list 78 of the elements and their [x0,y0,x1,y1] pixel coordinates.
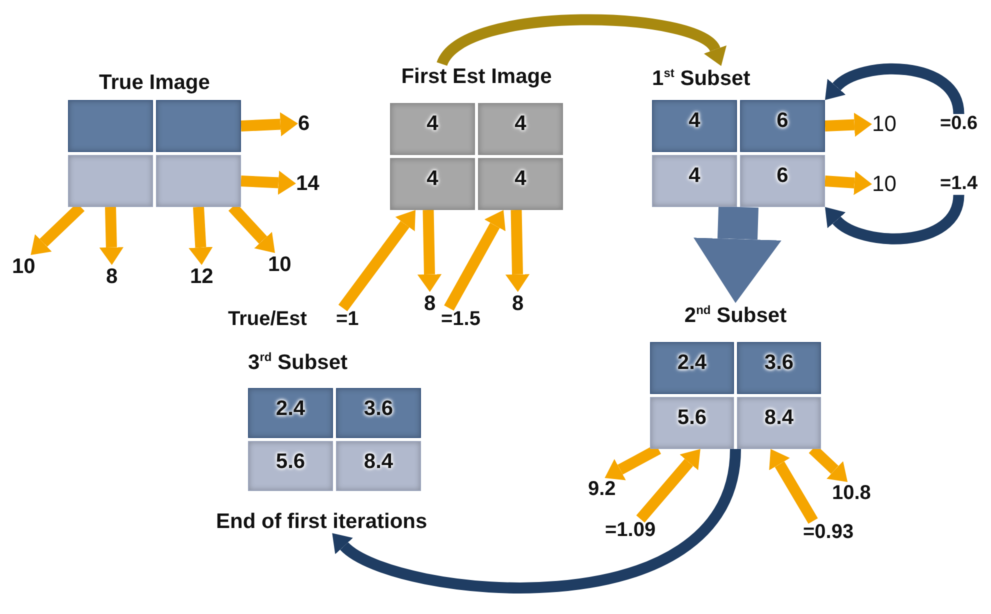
value-label: 14 [296,172,320,196]
ratio-label: =0.6 [940,114,978,135]
grid-cell [248,441,333,491]
grid-cell [336,441,421,491]
cell-value: 8.4 [764,406,794,430]
value-label: 6 [298,112,310,136]
cell-value: 5.6 [677,406,707,430]
block-arrow [240,112,298,136]
ratio-label: =1 [336,308,359,330]
grid-cell [68,155,153,207]
grid-cell [650,397,734,449]
grid-title: 2$^{nd}$ Subset [684,303,787,329]
curved-arrow [437,14,727,68]
grid-cell [740,155,825,207]
grid-cell [390,103,475,155]
grid-cell [248,388,333,438]
grid-title: First Est Image [401,64,552,90]
axis-note: True/Est [228,308,307,330]
value-label: 10 [12,255,36,278]
grid-cell [390,158,475,210]
grid-title: 1$^{st}$ Subset [652,66,750,92]
cell-value: 3.6 [764,351,794,375]
ratio-label: =1.4 [940,174,978,195]
curved-arrow [330,448,741,594]
cell-value: 2.4 [276,397,306,421]
ratio-label: =1.09 [605,519,656,541]
grid-cell [652,155,737,207]
value-label: 10 [268,253,292,276]
grid-cell [156,155,241,207]
block-arrow [240,170,296,195]
curved-arrow [823,194,964,244]
value-label: 12 [190,265,214,288]
cell-value: 4 [514,112,526,136]
block-arrow [99,206,124,265]
value-label: 10 [872,172,896,196]
grid-cell [737,342,821,394]
grid-cell [336,388,421,438]
cell-value: 4 [426,112,438,136]
grid-cell [478,103,563,155]
value-label: 9.2 [588,478,616,500]
value-label: 8 [512,292,524,316]
cell-value: 6 [776,109,788,133]
value-label: 10 [872,112,896,136]
grid-cell [650,342,734,394]
caption-text: End of first iterations [216,510,428,534]
ratio-label: =0.93 [803,521,854,543]
block-arrow [417,210,442,292]
grid-title: True Image [99,70,210,96]
cell-value: 4 [514,167,526,191]
value-label: 8 [424,292,436,316]
cell-value: 3.6 [364,397,394,421]
grid-cell [478,158,563,210]
grid-cell [156,100,241,152]
cell-value: 5.6 [276,450,306,474]
cell-value: 6 [776,164,788,188]
cell-value: 4 [688,164,700,188]
cell-value: 2.4 [677,351,707,375]
cell-value: 4 [688,109,700,133]
grid-cell [740,100,825,152]
cell-value: 4 [426,167,438,191]
block-arrow [188,206,213,265]
block-arrow [505,210,530,292]
cell-value: 8.4 [364,450,394,474]
block-arrow [824,170,872,195]
grid-cell [737,397,821,449]
value-label: 10.8 [832,482,871,504]
block-arrow [636,449,700,523]
block-arrow [694,206,782,303]
value-label: 8 [106,265,118,288]
block-arrow [338,210,416,312]
block-arrow [769,449,818,524]
block-arrow [824,112,872,137]
curved-arrow [823,63,964,115]
block-arrow [444,210,506,311]
grid-title: 3$^{rd}$ Subset [248,350,348,376]
grid-cell [652,100,737,152]
ratio-label: =1.5 [441,308,480,330]
grid-cell [68,100,153,152]
